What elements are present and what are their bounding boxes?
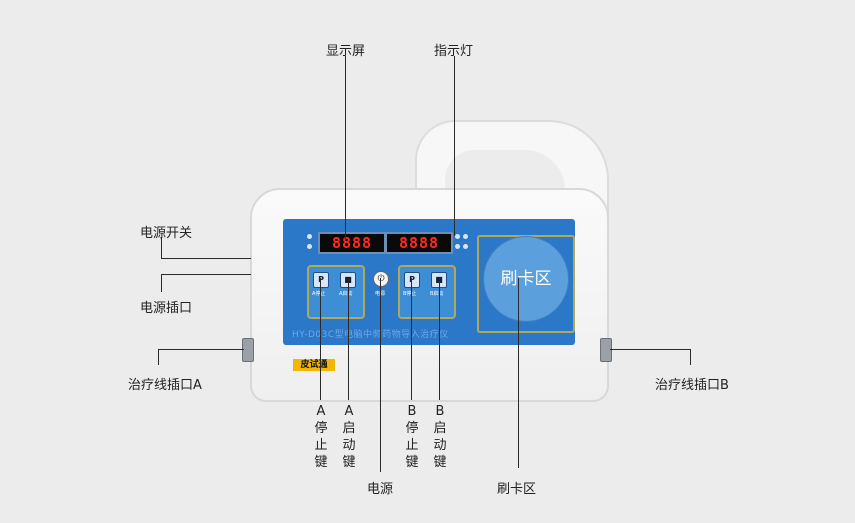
led-indicator bbox=[463, 244, 468, 249]
card-reader[interactable]: 刷卡区 bbox=[483, 236, 569, 322]
brand-badge: 皮试通 bbox=[293, 359, 335, 371]
callout-power-socket: 电源插口 bbox=[140, 301, 193, 316]
a-start-label: A启动 bbox=[339, 291, 353, 297]
power-button[interactable]: ⏻ bbox=[373, 271, 389, 287]
callout-indicator: 指示灯 bbox=[434, 44, 474, 59]
callout-cable-a: 治疗线插口A bbox=[128, 378, 202, 393]
led-indicator bbox=[463, 234, 468, 239]
callout-a-start: A 启 动 键 bbox=[342, 404, 356, 470]
callout-display: 显示屏 bbox=[326, 44, 366, 59]
b-stop-label: B停止 bbox=[403, 291, 417, 297]
callout-b-stop: B 停 止 键 bbox=[405, 404, 419, 470]
led-indicator bbox=[455, 244, 460, 249]
callout-card-area: 刷卡区 bbox=[497, 482, 537, 497]
a-stop-button[interactable]: P bbox=[313, 272, 329, 288]
cable-port-a[interactable] bbox=[242, 338, 254, 362]
callout-cable-b: 治疗线插口B bbox=[655, 378, 729, 393]
callout-a-stop: A 停 止 键 bbox=[314, 404, 328, 470]
display-right: 8888 bbox=[385, 232, 453, 254]
led-indicator bbox=[307, 244, 312, 249]
cable-port-b[interactable] bbox=[600, 338, 612, 362]
callout-power-switch: 电源开关 bbox=[140, 226, 193, 241]
callout-power: 电源 bbox=[367, 482, 394, 497]
display-left: 8888 bbox=[318, 232, 386, 254]
b-stop-button[interactable]: P bbox=[404, 272, 420, 288]
led-indicator bbox=[455, 234, 460, 239]
b-start-label: B启动 bbox=[430, 291, 444, 297]
model-text: HY-D03C型电脑中频药物导入治疗仪 bbox=[292, 330, 449, 340]
callout-b-start: B 启 动 键 bbox=[433, 404, 447, 470]
led-indicator bbox=[307, 234, 312, 239]
a-stop-label: A停止 bbox=[312, 291, 326, 297]
